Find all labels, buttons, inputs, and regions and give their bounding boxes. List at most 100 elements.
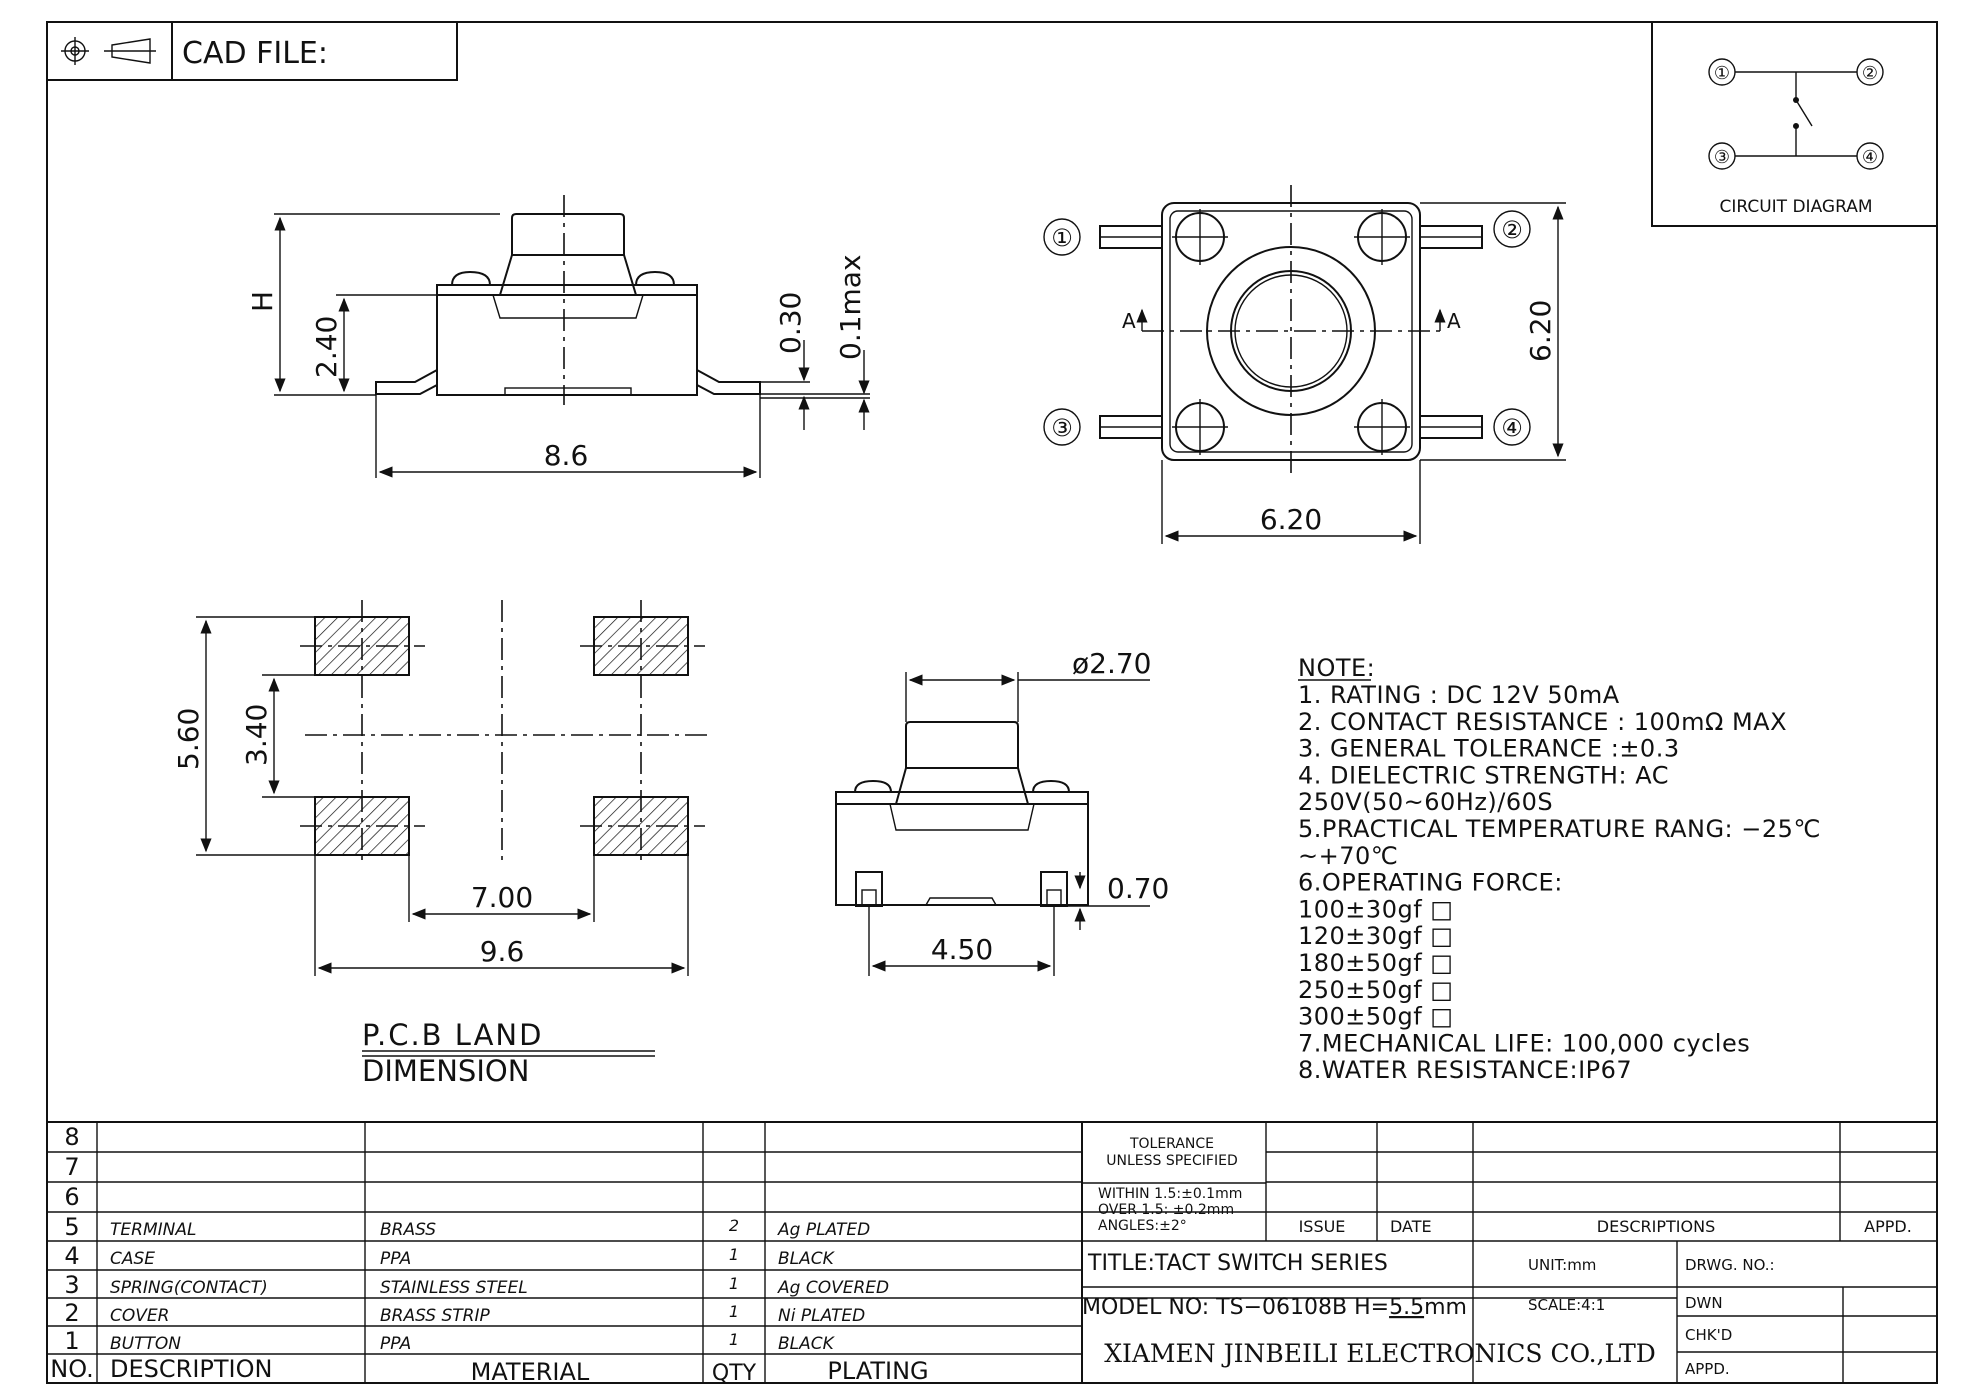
- circuit-diagram: ① ② ③ ④ CIRCUIT DIAGRAM: [1651, 22, 1937, 227]
- tolerance-title: TOLERANCE: [1129, 1136, 1214, 1152]
- bom-cell-no: 1: [64, 1327, 79, 1355]
- bom-cell-no: 2: [64, 1299, 79, 1327]
- note-line: 4. DIELECTRIC STRENGTH: AC: [1298, 761, 1669, 789]
- dwn-label: DWN: [1685, 1294, 1723, 1312]
- bom-cell-description: CASE: [110, 1249, 155, 1269]
- appd-label: APPD.: [1864, 1217, 1912, 1236]
- dim-8-6: 8.6: [544, 439, 589, 472]
- bom-cell-material: PPA: [380, 1334, 411, 1354]
- note-line: 250±50gf □: [1298, 976, 1453, 1004]
- bom-header-no: NO.: [50, 1355, 94, 1383]
- bom-header-plating: PLATING: [827, 1357, 928, 1385]
- top-pin-3: ③: [1051, 414, 1073, 442]
- tolerance-over: OVER 1.5: ±0.2mm: [1098, 1202, 1234, 1218]
- pcb-pad: [314, 796, 410, 856]
- cad-file-label: CAD FILE:: [182, 36, 328, 71]
- scale-label: SCALE:4:1: [1528, 1296, 1605, 1314]
- bom-header-description: DESCRIPTION: [110, 1355, 272, 1383]
- dim-3-40: 3.40: [240, 704, 273, 766]
- top-pin-1: ①: [1051, 224, 1073, 252]
- tolerance-subtitle: UNLESS SPECIFIED: [1106, 1153, 1237, 1169]
- drawing-title: TITLE:TACT SWITCH SERIES: [1087, 1251, 1388, 1276]
- cad-header: CAD FILE:: [46, 21, 458, 81]
- note-line: 2. CONTACT RESISTANCE : 100mΩ MAX: [1298, 708, 1787, 736]
- dim-0-1max: 0.1max: [834, 254, 867, 360]
- bom-cell-material: STAINLESS STEEL: [380, 1278, 528, 1298]
- mount-holes: [1172, 209, 1410, 455]
- circuit-pin-4: ④: [1862, 147, 1878, 168]
- note-line: ~+70℃: [1298, 842, 1398, 870]
- note-line: 300±50gf □: [1298, 1003, 1453, 1031]
- company-name: XIAMEN JINBEILI ELECTRONICS CO.,LTD: [1104, 1339, 1656, 1368]
- note-line: 7.MECHANICAL LIFE: 100,000 cycles: [1298, 1029, 1750, 1057]
- dim-2-40: 2.40: [310, 316, 343, 378]
- pcb-pad: [593, 616, 689, 676]
- tolerance-angles: ANGLES:±2°: [1098, 1218, 1187, 1234]
- dim-4-50: 4.50: [931, 933, 993, 966]
- dim-0-70: 0.70: [1107, 872, 1169, 905]
- dim-6-20-horizontal: 6.20: [1260, 503, 1322, 536]
- bom-cell-no: 4: [64, 1242, 79, 1270]
- pcb-title-line1: P.C.B LAND: [362, 1018, 543, 1052]
- note-line: 180±50gf □: [1298, 949, 1453, 977]
- note-line: 3. GENERAL TOLERANCE :±0.3: [1298, 735, 1680, 763]
- section-mark-right: A: [1447, 309, 1461, 333]
- drwg-no-label: DRWG. NO.:: [1685, 1256, 1775, 1274]
- pcb-title-line2: DIMENSION: [362, 1054, 529, 1088]
- dim-5-60: 5.60: [172, 708, 205, 770]
- top-pin-4: ④: [1501, 414, 1523, 442]
- bom-cell-plating: Ni PLATED: [778, 1306, 865, 1326]
- bom-cell-description: SPRING(CONTACT): [110, 1278, 268, 1298]
- pcb-land-view: 5.60 3.40 7.00 9.6 P.C.B LAND DIMENSION: [172, 600, 710, 1088]
- bom-cell-material: BRASS STRIP: [380, 1306, 490, 1326]
- model-number: MODEL NO: TS−06108B H=5.5mm: [1082, 1295, 1467, 1320]
- top-view: ① ② ③ ④ A A 6.20 6.20: [1043, 185, 1566, 544]
- circuit-pin-3: ③: [1714, 147, 1730, 168]
- bom-cell-plating: Ag PLATED: [777, 1220, 870, 1240]
- bom-cell-description: BUTTON: [110, 1334, 181, 1354]
- front-view: ø2.70 0.70 4.50: [835, 647, 1169, 976]
- note-line: 5.PRACTICAL TEMPERATURE RANG: −25℃: [1298, 815, 1821, 843]
- bom-cell-no: 5: [64, 1213, 79, 1241]
- bom-cell-plating: Ag COVERED: [777, 1278, 889, 1298]
- bom-cell-qty: 1: [729, 1274, 739, 1293]
- section-mark-left: A: [1122, 309, 1136, 333]
- bom-cell-no: 8: [64, 1123, 79, 1151]
- side-view: H 2.40 0.30 0.1max 8.6: [246, 195, 870, 478]
- bom-header-material: MATERIAL: [471, 1358, 590, 1386]
- date-label: DATE: [1390, 1217, 1432, 1236]
- bom-cell-plating: BLACK: [778, 1249, 836, 1269]
- tolerance-within: WITHIN 1.5:±0.1mm: [1098, 1186, 1242, 1202]
- note-line: 100±30gf □: [1298, 895, 1453, 923]
- bom-cell-qty: 1: [729, 1302, 739, 1321]
- dim-7-00: 7.00: [471, 881, 533, 914]
- note-line: 8.WATER RESISTANCE:IP67: [1298, 1056, 1632, 1084]
- circuit-pin-2: ②: [1862, 63, 1878, 84]
- dim-6-20-vertical: 6.20: [1524, 300, 1557, 362]
- dim-diameter-2-70: ø2.70: [1072, 647, 1151, 680]
- sheet-border: [46, 21, 1938, 1384]
- bom-cell-plating: BLACK: [778, 1334, 836, 1354]
- bom-cell-material: PPA: [380, 1249, 411, 1269]
- note-line: 6.OPERATING FORCE:: [1298, 869, 1563, 897]
- projection-symbol-icon: [61, 37, 156, 65]
- pcb-pad: [314, 616, 410, 676]
- dim-9-6: 9.6: [480, 935, 525, 968]
- note-line: 250V(50~60Hz)/60S: [1298, 788, 1553, 816]
- bom-cell-material: BRASS: [380, 1220, 436, 1240]
- appd2-label: APPD.: [1685, 1360, 1730, 1378]
- unit-label: UNIT:mm: [1528, 1256, 1596, 1274]
- chkd-label: CHK'D: [1685, 1326, 1732, 1344]
- top-pin-2: ②: [1501, 216, 1523, 244]
- note-line: 120±30gf □: [1298, 922, 1453, 950]
- circuit-diagram-title: CIRCUIT DIAGRAM: [1720, 197, 1873, 217]
- bom-header-qty: QTY: [712, 1361, 757, 1386]
- note-line: 1. RATING : DC 12V 50mA: [1298, 681, 1620, 709]
- circuit-pin-1: ①: [1714, 63, 1730, 84]
- bom-cell-no: 7: [64, 1153, 79, 1181]
- dim-H: H: [246, 291, 279, 312]
